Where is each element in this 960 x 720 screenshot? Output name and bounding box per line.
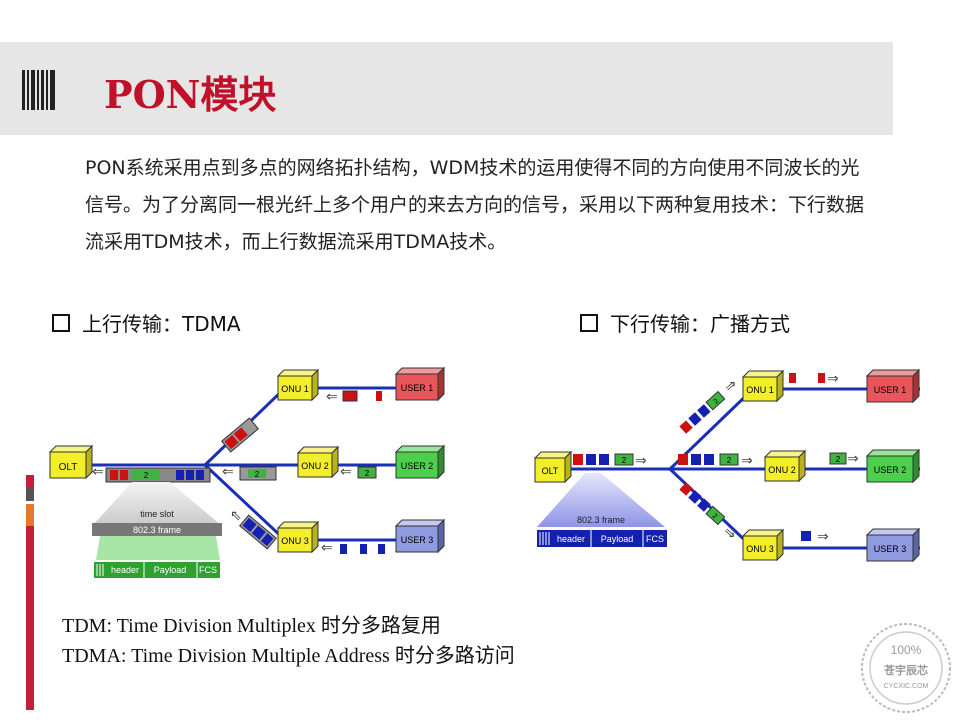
svg-text:2: 2 bbox=[144, 471, 149, 480]
downstream-frame-fields: header Payload FCS bbox=[537, 530, 667, 547]
svg-text:2: 2 bbox=[255, 470, 260, 479]
checkbox-bullet-icon bbox=[580, 314, 598, 332]
svg-text:USER 2: USER 2 bbox=[401, 461, 434, 471]
left-accent-bar bbox=[26, 475, 34, 487]
svg-text:⇐: ⇐ bbox=[321, 539, 333, 555]
svg-text:2: 2 bbox=[836, 455, 841, 464]
upstream-packet-branch-1 bbox=[221, 417, 259, 453]
upstream-onu-1: ONU 1 bbox=[276, 368, 320, 402]
downstream-lower-frame: 2 bbox=[679, 482, 726, 526]
upstream-heading: 上行传输：TDMA bbox=[52, 308, 241, 337]
svg-text:CYCXIC.COM: CYCXIC.COM bbox=[884, 683, 929, 690]
svg-text:⇐: ⇐ bbox=[326, 388, 338, 404]
upstream-olt: OLT bbox=[48, 444, 94, 480]
left-accent-bar bbox=[26, 487, 34, 501]
downstream-delivered-user-2: 2 ⇒ bbox=[829, 450, 859, 466]
page-title: PON模块 bbox=[104, 72, 277, 117]
svg-text:OLT: OLT bbox=[59, 462, 78, 473]
downstream-mid-frame: 2 ⇒ bbox=[678, 452, 753, 468]
upstream-packet-branch-2: 2 bbox=[239, 466, 277, 481]
svg-text:2: 2 bbox=[711, 513, 719, 521]
svg-text:2: 2 bbox=[622, 456, 627, 465]
upstream-onu-2: ONU 2 bbox=[296, 445, 340, 479]
time-slot-label: time slot bbox=[140, 509, 174, 519]
upstream-user-3: USER 3 bbox=[394, 518, 446, 554]
upstream-heading-label: 上行传输：TDMA bbox=[82, 312, 241, 336]
downstream-onu-3: ONU 3 bbox=[741, 528, 785, 562]
barcode-logo-icon bbox=[22, 70, 55, 110]
svg-text:⇒: ⇒ bbox=[721, 375, 741, 395]
svg-text:USER 3: USER 3 bbox=[401, 535, 434, 545]
svg-text:⇐: ⇐ bbox=[92, 463, 104, 479]
svg-text:USER 1: USER 1 bbox=[874, 385, 907, 395]
downstream-user-2: USER 2 bbox=[865, 448, 921, 484]
svg-text:OLT: OLT bbox=[542, 466, 559, 476]
upstream-zoom-triangle bbox=[92, 482, 222, 526]
svg-text:2: 2 bbox=[365, 469, 370, 478]
svg-text:⇒: ⇒ bbox=[847, 450, 859, 466]
upstream-frame-zoom bbox=[96, 536, 220, 560]
svg-text:USER 1: USER 1 bbox=[401, 383, 434, 393]
downstream-delivered-user-1: ⇒ bbox=[789, 370, 839, 386]
svg-text:⇐: ⇐ bbox=[340, 463, 352, 479]
upstream-packets-user-2: ⇐ 2 bbox=[340, 463, 377, 479]
watermark-stamp-icon: 100% 苍宇辰芯 CYCXIC.COM bbox=[861, 623, 951, 713]
svg-text:USER 3: USER 3 bbox=[874, 544, 907, 554]
left-accent-bar bbox=[26, 504, 34, 526]
upstream-packet-branch-3 bbox=[239, 514, 277, 550]
svg-text:苍宇辰芯: 苍宇辰芯 bbox=[883, 663, 928, 677]
svg-text:FCS: FCS bbox=[646, 534, 664, 544]
svg-text:2: 2 bbox=[727, 456, 732, 465]
checkbox-bullet-icon bbox=[52, 314, 70, 332]
svg-text:⇒: ⇒ bbox=[721, 523, 741, 543]
upstream-packets-user-1: ⇐ bbox=[326, 388, 382, 404]
time-slot-bar bbox=[92, 523, 222, 536]
svg-text:⇒: ⇒ bbox=[817, 528, 829, 544]
svg-text:100%: 100% bbox=[891, 643, 922, 657]
upstream-frame-fields: header Payload FCS bbox=[94, 562, 220, 578]
footer-tdma-definition: TDMA: Time Division Multiple Address 时分多… bbox=[62, 645, 515, 667]
svg-text:FCS: FCS bbox=[199, 565, 217, 575]
svg-text:ONU 3: ONU 3 bbox=[281, 536, 309, 546]
left-accent-bar bbox=[26, 526, 34, 710]
svg-text:USER 2: USER 2 bbox=[874, 465, 907, 475]
svg-text:ONU 2: ONU 2 bbox=[768, 465, 796, 475]
svg-text:⇖: ⇖ bbox=[230, 507, 242, 523]
svg-text:ONU 2: ONU 2 bbox=[301, 461, 329, 471]
downstream-upper-frame: 2 bbox=[679, 390, 726, 434]
svg-text:Payload: Payload bbox=[601, 534, 634, 544]
downstream-delivered-user-3: ⇒ bbox=[801, 528, 829, 544]
downstream-trunk-frame: 2 ⇒ bbox=[573, 452, 647, 468]
downstream-zoom-triangle bbox=[537, 473, 665, 527]
svg-text:ONU 3: ONU 3 bbox=[746, 544, 774, 554]
downstream-olt: OLT bbox=[533, 450, 573, 484]
svg-text:ONU 1: ONU 1 bbox=[281, 384, 309, 394]
upstream-diagram: OLT ONU 1 ONU 2 ONU 3 USER 1 USER 2 USER… bbox=[48, 366, 446, 578]
svg-text:header: header bbox=[111, 565, 139, 575]
header-band bbox=[0, 42, 893, 135]
svg-text:header: header bbox=[557, 534, 585, 544]
downstream-user-1: USER 1 bbox=[865, 368, 921, 404]
svg-text:2: 2 bbox=[713, 398, 721, 406]
upstream-packets-user-3: ⇐ bbox=[321, 539, 385, 555]
downstream-diagram: OLT ONU 1 ONU 2 ONU 3 USER 1 USER 2 USER… bbox=[533, 368, 921, 563]
footer-tdm-definition: TDM: Time Division Multiplex 时分多路复用 bbox=[62, 615, 441, 637]
svg-text:ONU 1: ONU 1 bbox=[746, 385, 774, 395]
downstream-frame-label: 802.3 frame bbox=[577, 515, 625, 525]
svg-text:⇒: ⇒ bbox=[635, 452, 647, 468]
svg-text:⇒: ⇒ bbox=[827, 370, 839, 386]
intro-paragraph: PON系统采用点到多点的网络拓扑结构，WDM技术的运用使得不同的方向使用不同波长… bbox=[85, 157, 865, 253]
downstream-onu-1: ONU 1 bbox=[741, 369, 785, 403]
upstream-frame-label: 802.3 frame bbox=[133, 525, 181, 535]
downstream-heading-label: 下行传输：广播方式 bbox=[610, 312, 790, 336]
upstream-user-2: USER 2 bbox=[394, 444, 446, 480]
downstream-onu-2: ONU 2 bbox=[763, 449, 807, 483]
svg-text:Payload: Payload bbox=[154, 565, 187, 575]
svg-text:⇐: ⇐ bbox=[222, 463, 234, 479]
upstream-user-1: USER 1 bbox=[394, 366, 446, 402]
downstream-heading: 下行传输：广播方式 bbox=[580, 308, 790, 337]
upstream-onu-3: ONU 3 bbox=[276, 520, 320, 554]
svg-text:⇒: ⇒ bbox=[741, 452, 753, 468]
downstream-user-3: USER 3 bbox=[865, 527, 921, 563]
